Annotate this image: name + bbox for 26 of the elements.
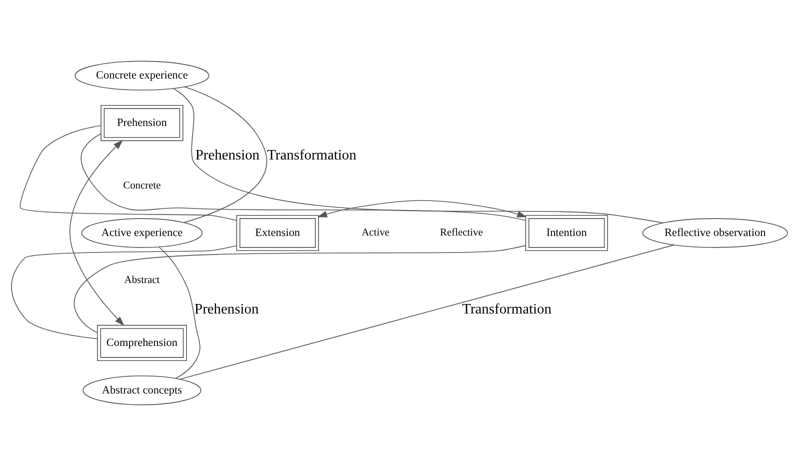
edge-label: Prehension: [195, 146, 260, 163]
node-ellipse: Reflective observation: [642, 218, 788, 248]
label: Reflective: [440, 227, 483, 238]
connector: [173, 88, 664, 223]
node-box: Prehension: [100, 104, 184, 141]
arrow: [317, 200, 527, 217]
edge-label: Prehension: [194, 301, 259, 318]
connector: [80, 132, 526, 220]
node-ellipse: Active experience: [81, 218, 203, 248]
connector: [20, 124, 238, 220]
connector: [74, 244, 526, 333]
label: Active: [362, 227, 390, 238]
connector: [184, 86, 267, 222]
node-box: Comprehension: [97, 324, 187, 361]
node-ellipse: Abstract concepts: [82, 374, 202, 405]
label: Abstract: [124, 274, 160, 286]
connector: [11, 244, 238, 339]
node-ellipse: Concrete experience: [74, 60, 210, 90]
arrow: [70, 139, 124, 326]
node-box: Extension: [236, 214, 319, 251]
edge-label: Transformation: [462, 301, 552, 318]
label: Concrete: [123, 180, 161, 191]
connector: [158, 246, 200, 378]
node-box: Intention: [525, 214, 608, 251]
edge-label: Transformation: [267, 146, 356, 163]
connector: [179, 244, 675, 380]
